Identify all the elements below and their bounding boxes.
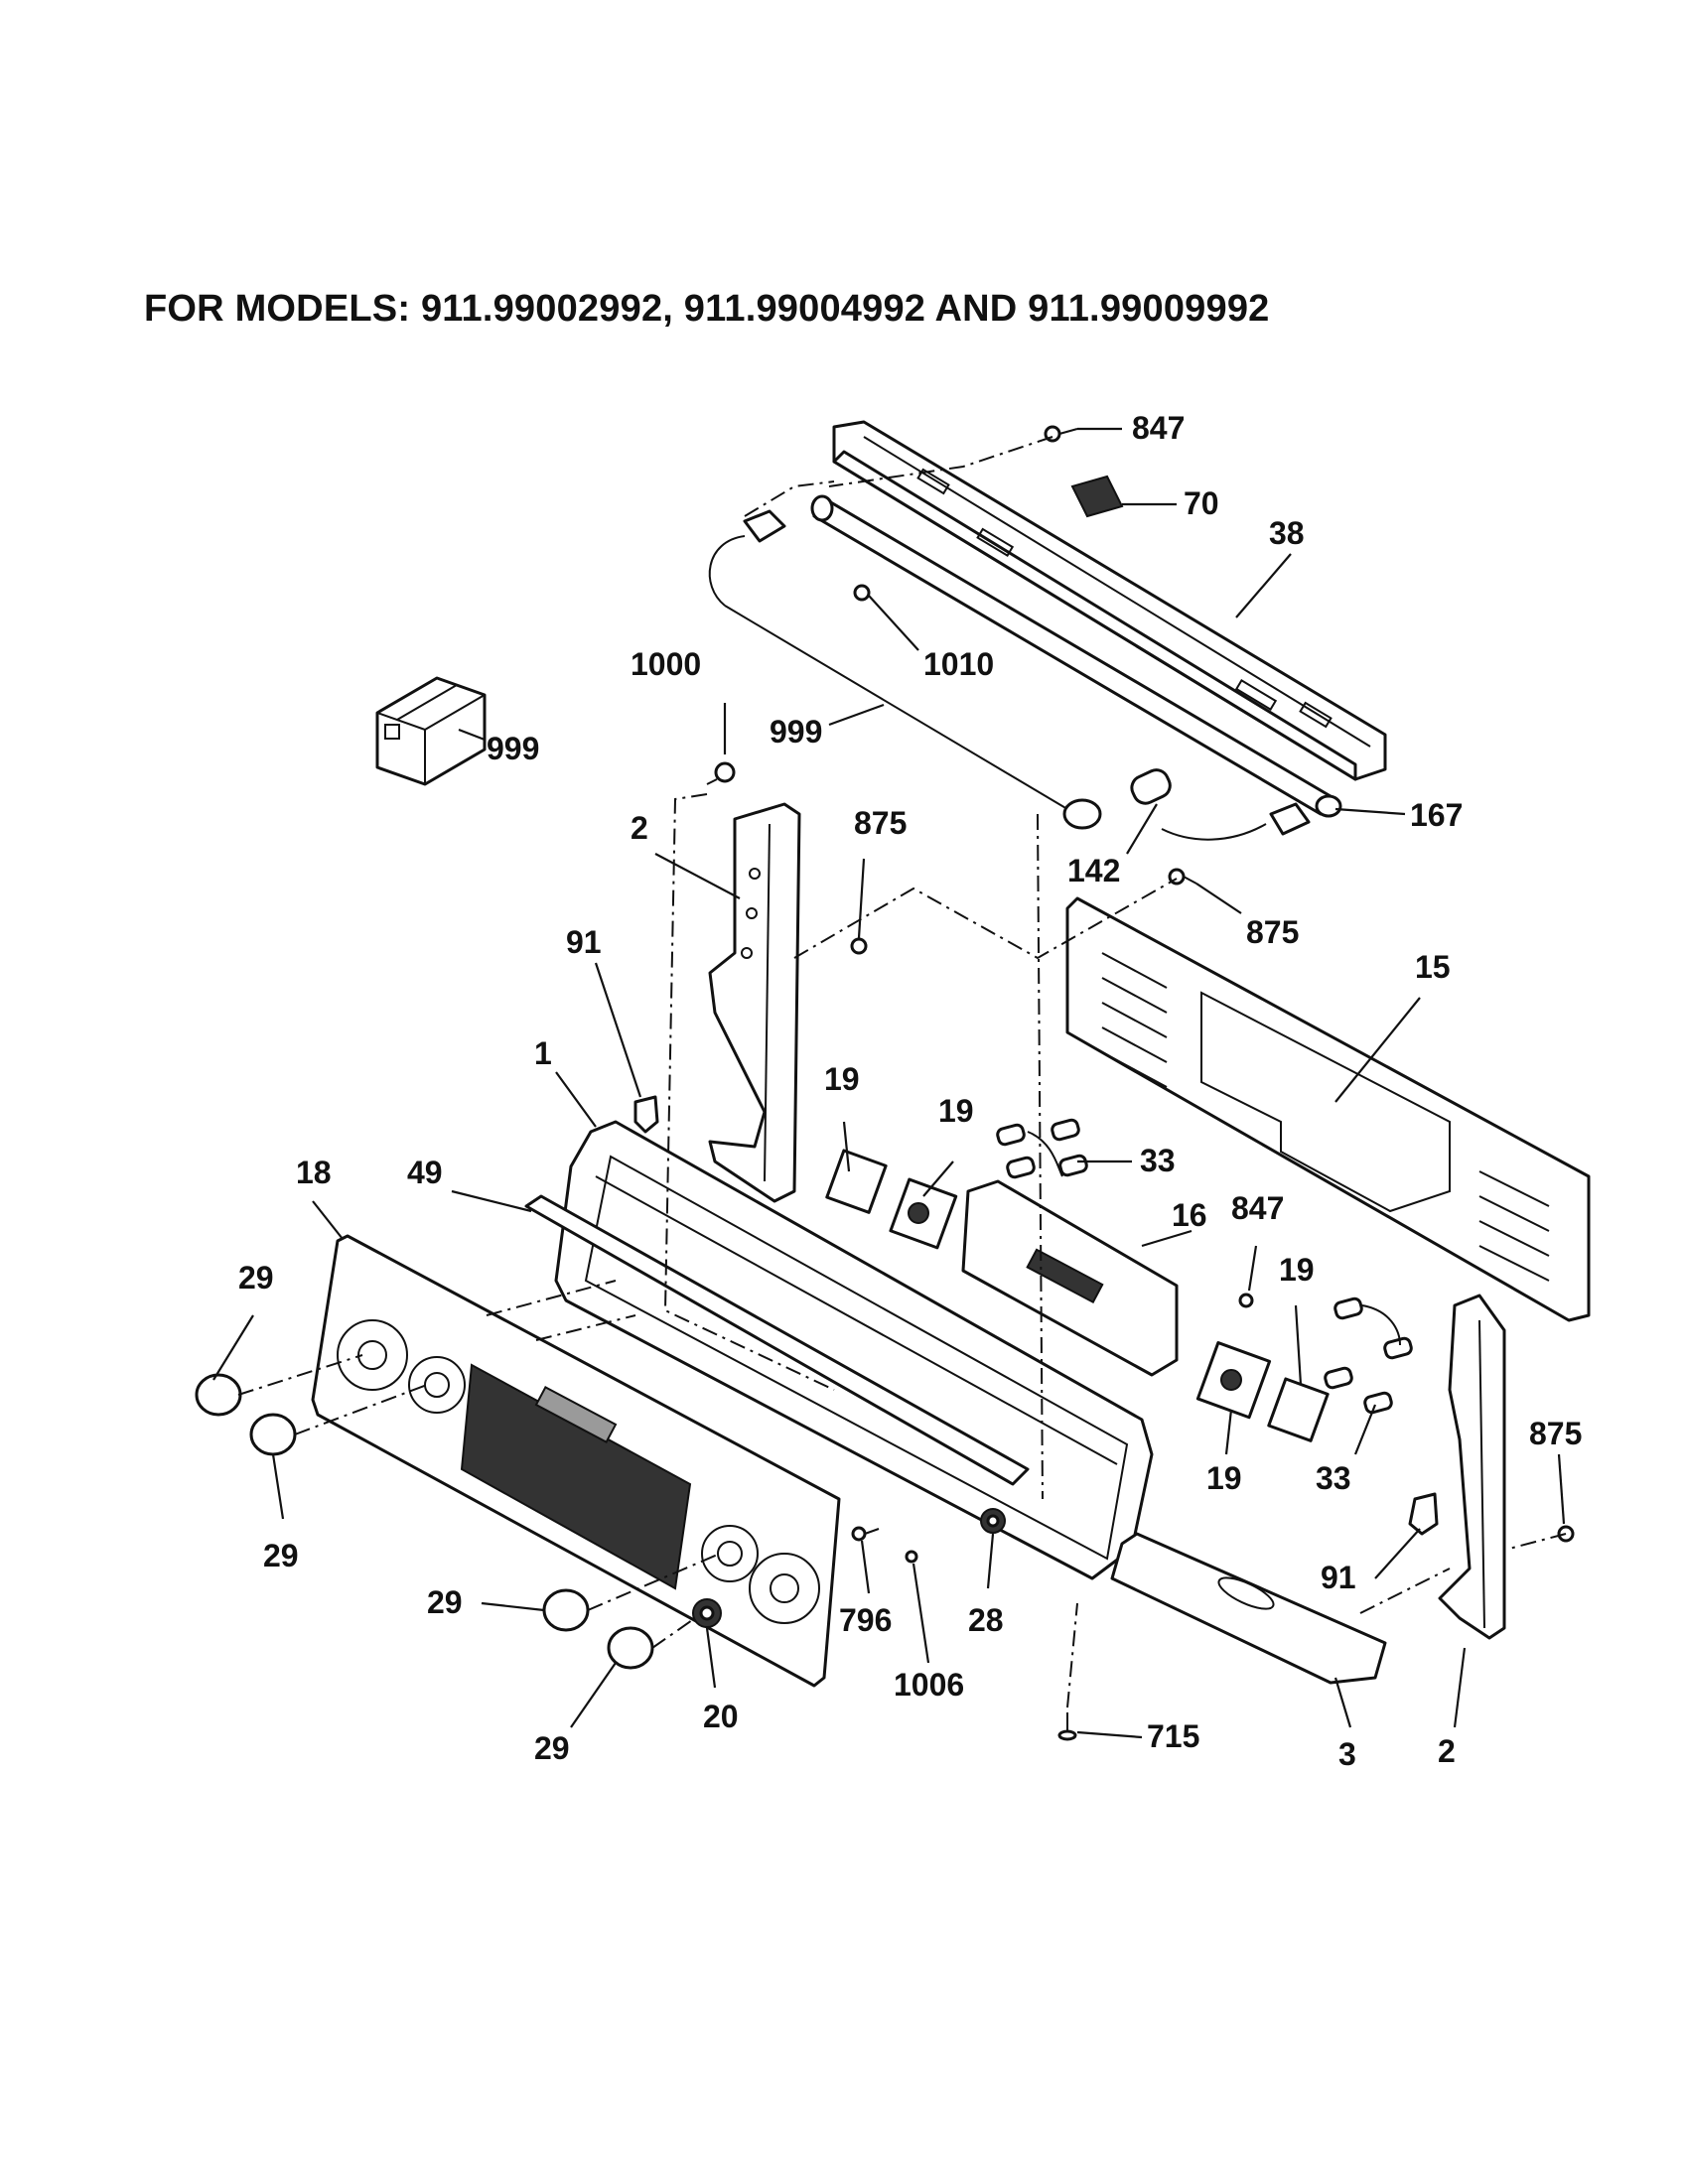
fluorescent-tube-167 xyxy=(810,494,1342,818)
clip-91-left xyxy=(633,1095,659,1134)
callout-1010: 1010 xyxy=(923,646,994,682)
callout-847: 847 xyxy=(1231,1190,1284,1226)
control-panel-overlay-18 xyxy=(311,1234,841,1688)
trim-strip-49 xyxy=(524,1194,1030,1486)
switch-ring-20 xyxy=(692,1598,722,1628)
callout-19: 19 xyxy=(938,1093,974,1129)
callout-49: 49 xyxy=(407,1155,443,1190)
callout-1000: 1000 xyxy=(631,646,701,682)
relay-19-c xyxy=(1195,1341,1272,1420)
screw-847-top xyxy=(1044,425,1078,443)
lamp-142 xyxy=(1062,768,1172,830)
callout-19: 19 xyxy=(1206,1460,1242,1496)
callout-3: 3 xyxy=(1338,1736,1356,1772)
callout-2: 2 xyxy=(1438,1733,1456,1769)
callout-875: 875 xyxy=(1529,1416,1582,1451)
relay-19-b xyxy=(889,1177,958,1250)
callout-19: 19 xyxy=(1279,1252,1315,1288)
screw-715 xyxy=(1057,1712,1077,1741)
callout-847: 847 xyxy=(1132,410,1185,446)
callout-999-wire: 999 xyxy=(770,714,822,750)
callout-91: 91 xyxy=(566,924,602,960)
callout-875: 875 xyxy=(854,805,907,841)
leader-lines xyxy=(212,427,1566,1739)
clip-91-right xyxy=(1408,1492,1439,1536)
callout-28: 28 xyxy=(968,1602,1004,1638)
assembly-lines xyxy=(237,436,1567,1708)
pad-70 xyxy=(1070,475,1124,518)
side-bracket-2-right xyxy=(1438,1294,1506,1640)
callout-715: 715 xyxy=(1147,1718,1199,1754)
side-bracket-2-left xyxy=(708,802,801,1203)
screw-1000 xyxy=(706,761,736,785)
grommet-28 xyxy=(980,1508,1006,1534)
screw-875-b xyxy=(1168,868,1197,886)
callout-33: 33 xyxy=(1140,1143,1176,1178)
screw-847-mid xyxy=(1238,1293,1254,1308)
relay-19-a xyxy=(825,1149,888,1214)
callout-20: 20 xyxy=(703,1699,739,1734)
callout-38: 38 xyxy=(1269,515,1305,551)
lamp-socket-33-lower xyxy=(1324,1297,1413,1415)
light-housing-38 xyxy=(832,420,1387,781)
callout-1006: 1006 xyxy=(894,1667,964,1703)
screw-1006 xyxy=(905,1550,918,1564)
knob-29-a xyxy=(195,1373,242,1417)
page-title: FOR MODELS: 911.99002992, 911.99004992 A… xyxy=(144,288,1270,330)
callout-29: 29 xyxy=(263,1538,299,1573)
tube-socket-left xyxy=(708,509,786,607)
tube-socket-right xyxy=(1161,802,1311,841)
knob-29-c xyxy=(542,1588,590,1632)
rear-panel-15 xyxy=(1065,896,1591,1322)
knob-29-b xyxy=(249,1413,297,1456)
callout-15: 15 xyxy=(1415,949,1451,985)
callout-18: 18 xyxy=(296,1155,332,1190)
callout-29: 29 xyxy=(238,1260,274,1296)
callout-142: 142 xyxy=(1067,853,1120,888)
callout-875: 875 xyxy=(1246,914,1299,950)
callout-16: 16 xyxy=(1172,1197,1207,1233)
parts-box-999 xyxy=(375,676,487,786)
callout-33: 33 xyxy=(1316,1460,1351,1496)
screw-796 xyxy=(851,1526,880,1542)
callout-labels: 847 70 38 1010 1000 999 999 167 142 875 … xyxy=(238,410,1582,1772)
control-board-16 xyxy=(961,1179,1179,1377)
screw-875-a xyxy=(850,937,868,955)
callout-999-box: 999 xyxy=(487,731,539,766)
callout-29: 29 xyxy=(427,1584,463,1620)
callout-19: 19 xyxy=(824,1061,860,1097)
callout-91: 91 xyxy=(1321,1560,1356,1595)
callout-1: 1 xyxy=(534,1035,552,1071)
bottom-strip-3 xyxy=(1110,1532,1387,1685)
relay-19-d xyxy=(1267,1377,1330,1442)
callout-2: 2 xyxy=(631,810,648,846)
callout-796: 796 xyxy=(839,1602,892,1638)
knob-29-d xyxy=(607,1626,654,1670)
lamp-socket-33-upper xyxy=(996,1118,1088,1179)
screw-1010 xyxy=(853,584,871,602)
callout-167: 167 xyxy=(1410,797,1463,833)
callout-29: 29 xyxy=(534,1730,570,1766)
callout-70: 70 xyxy=(1184,485,1219,521)
wire-harness-999 xyxy=(724,605,1068,810)
